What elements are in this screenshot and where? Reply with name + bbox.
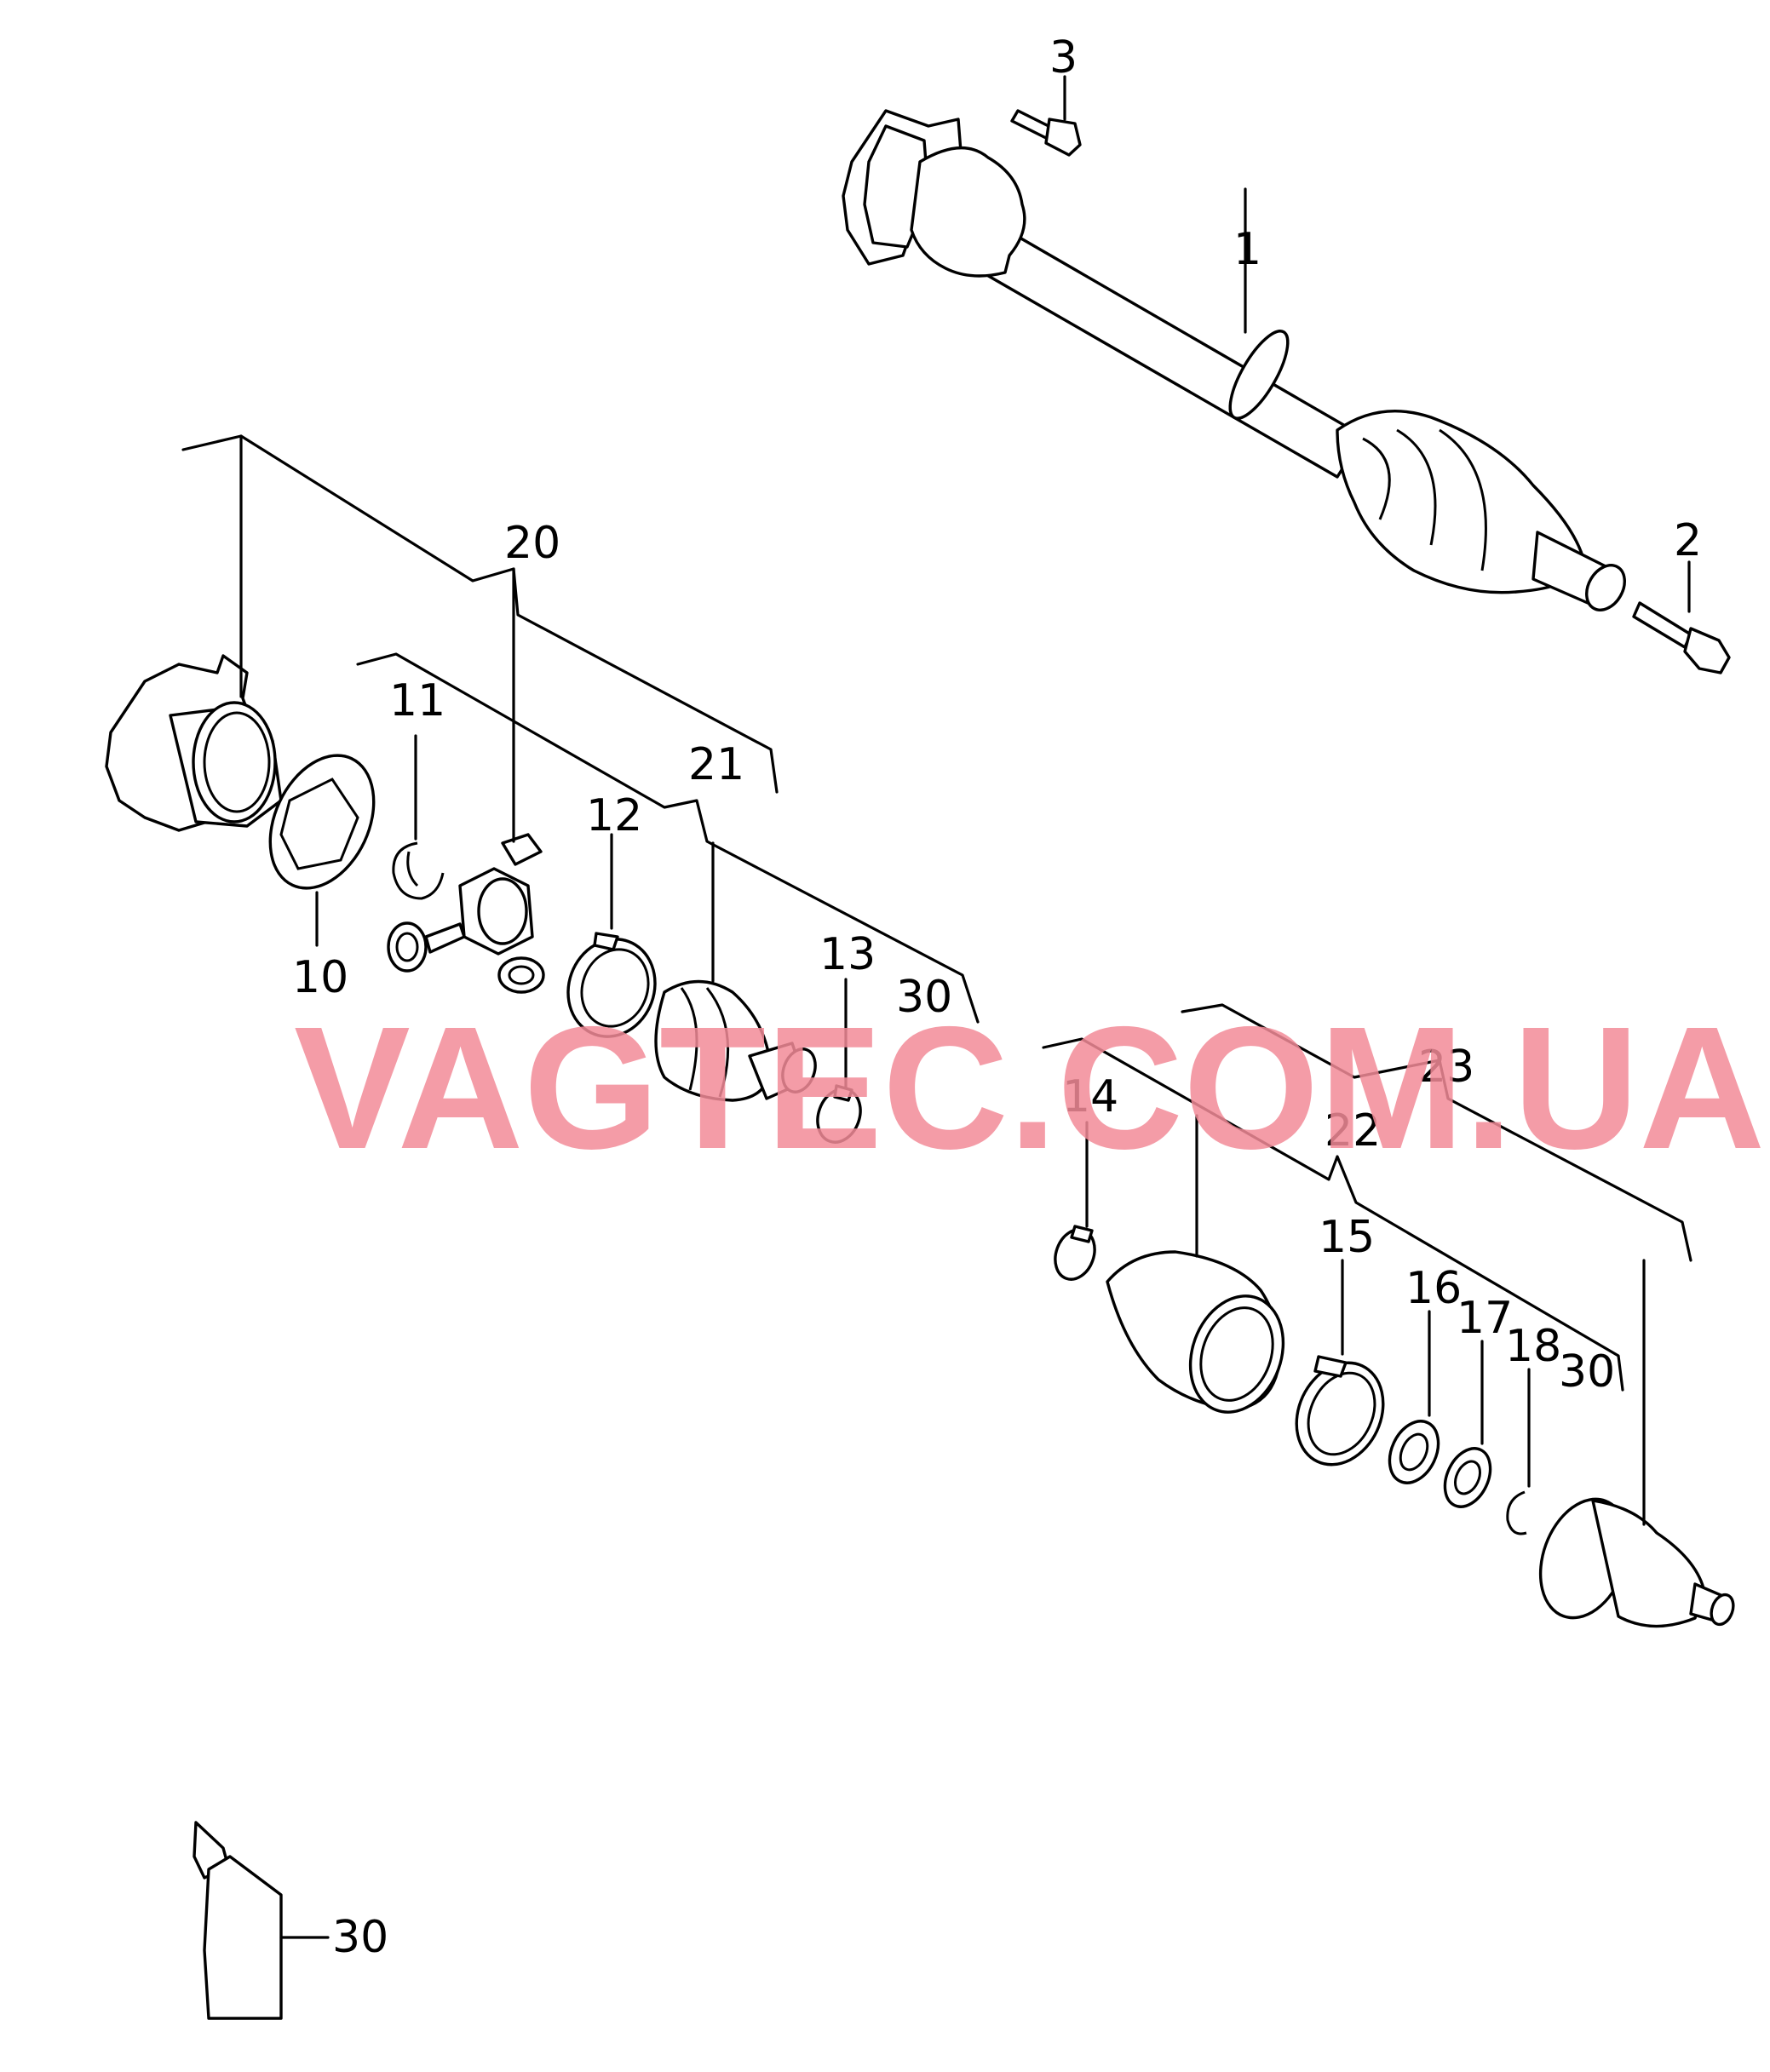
- callout-21: 21: [688, 739, 744, 790]
- callout-17: 17: [1457, 1293, 1513, 1344]
- callout-18: 18: [1505, 1321, 1561, 1372]
- callout-2: 2: [1674, 515, 1702, 566]
- thrust-washer[interactable]: [1380, 1414, 1447, 1491]
- callout-labels: 1 2 3 10 11 12 13 14 15 16 17 18 20 21 2…: [292, 32, 1702, 1963]
- hex-bolt[interactable]: [1632, 601, 1731, 674]
- retaining-ring[interactable]: [1506, 1490, 1527, 1535]
- callout-3: 3: [1049, 32, 1078, 83]
- callout-22: 22: [1325, 1105, 1381, 1157]
- inner-joint-boot[interactable]: [654, 979, 821, 1102]
- callout-20: 20: [504, 518, 560, 569]
- callout-1: 1: [1233, 224, 1261, 275]
- callout-15: 15: [1319, 1212, 1375, 1263]
- outer-cv-joint[interactable]: [1525, 1487, 1737, 1630]
- leader-lines: [181, 75, 1692, 1939]
- hose-clamp-small[interactable]: [811, 1083, 868, 1149]
- dished-washer[interactable]: [1436, 1441, 1499, 1514]
- callout-30-group-21: 30: [896, 972, 952, 1023]
- callout-11: 11: [389, 675, 445, 726]
- callout-13: 13: [819, 929, 876, 980]
- watermark: VAGTEC.COM.UA: [294, 990, 1765, 1185]
- socket-head-bolt[interactable]: [1010, 109, 1082, 157]
- callout-12: 12: [586, 790, 642, 841]
- hose-clamp-small-outer[interactable]: [1049, 1224, 1101, 1284]
- callout-14: 14: [1062, 1071, 1118, 1122]
- joint-housing[interactable]: [105, 654, 283, 832]
- callout-16: 16: [1405, 1263, 1462, 1314]
- tripod-roller-assembly[interactable]: [387, 833, 545, 994]
- hose-clamp-large[interactable]: [555, 927, 669, 1048]
- drive-shaft-assembly[interactable]: [842, 109, 1632, 617]
- tripod-ring[interactable]: [250, 738, 394, 904]
- callout-30-group-22: 30: [1559, 1346, 1615, 1398]
- callout-23: 23: [1418, 1042, 1474, 1093]
- circlip[interactable]: [392, 841, 445, 900]
- callout-10: 10: [292, 952, 348, 1003]
- outer-joint-boot[interactable]: [1106, 1250, 1299, 1426]
- grease-tube[interactable]: [193, 1821, 283, 2020]
- callout-30-tube: 30: [332, 1912, 388, 1963]
- hose-clamp-outer[interactable]: [1280, 1349, 1399, 1479]
